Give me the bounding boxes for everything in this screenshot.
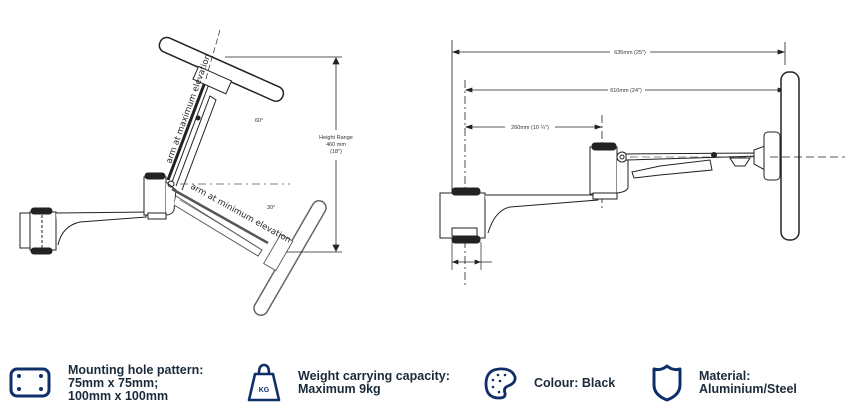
spec-line: Weight carrying capacity: [298, 369, 450, 383]
spec-colour: Colour: Black [476, 355, 615, 411]
spec-material: Material: Aluminium/Steel [644, 355, 848, 411]
lower-arm [171, 187, 269, 257]
spec-line: 100mm x 100mm [68, 388, 169, 403]
monitor-top-view [780, 71, 800, 241]
second-arm-top [625, 152, 761, 179]
spec-colour-text: Colour: Black [534, 375, 616, 390]
svg-text:Height Range: Height Range [319, 135, 353, 141]
spec-line: Mounting hole pattern: [68, 362, 204, 377]
lower-monitor [253, 200, 327, 316]
height-range-label: Height Range 460 mm (18") [319, 135, 353, 155]
first-arm [55, 211, 147, 246]
dim-label-mid: 610mm (24") [610, 88, 642, 94]
spec-weight-text: Weight carrying capacity: Maximum 9kg [298, 370, 450, 396]
spec-line: Colour: Black [534, 375, 616, 390]
elbow-top-view [589, 142, 629, 200]
elbow-pivot [143, 172, 177, 220]
spec-line: Material: Aluminium/Steel [698, 369, 797, 396]
svg-text:460 mm: 460 mm [326, 142, 346, 148]
angle-upper-label: 60° [255, 118, 263, 124]
spec-line: Maximum 9kg [298, 382, 381, 396]
angle-lower-label: 30° [267, 205, 275, 211]
clamp-top-view [439, 187, 486, 244]
svg-text:(18"): (18") [330, 149, 342, 155]
palette-icon [476, 359, 524, 407]
dim-line-total [451, 49, 786, 55]
upper-monitor [158, 36, 285, 102]
weight-kg-icon: KG [240, 359, 288, 407]
monitor-arm-diagram: 60° 30° arm at maximum elevation arm at … [19, 29, 845, 316]
svg-text:KG: KG [259, 387, 270, 394]
wall-clamp [19, 207, 57, 255]
spec-line: 75mm x 75mm; [68, 375, 159, 390]
first-arm-top [485, 194, 599, 234]
spec-weight-capacity: KG Weight carrying capacity: Maximum 9kg [240, 355, 450, 411]
shield-icon [644, 359, 691, 407]
vesa-head-top [753, 131, 781, 181]
spec-mounting-text: Mounting hole pattern: 75mm x 75mm; 100m… [68, 362, 204, 403]
top-view-drawing [439, 40, 845, 285]
dim-label-total: 635mm (25") [614, 50, 646, 56]
dim-label-short: 260mm (10 ¼") [511, 125, 549, 131]
side-view-drawing [19, 29, 342, 316]
spec-mounting-pattern: Mounting hole pattern: 75mm x 75mm; 100m… [6, 355, 203, 411]
dim-line-short [464, 124, 603, 130]
upper-arm [166, 81, 217, 191]
height-range-dimension [225, 56, 342, 253]
dim-line-clamp [451, 242, 492, 270]
spec-material-text: Material: Aluminium/Steel [699, 370, 848, 396]
mounting-pattern-icon [6, 359, 54, 407]
